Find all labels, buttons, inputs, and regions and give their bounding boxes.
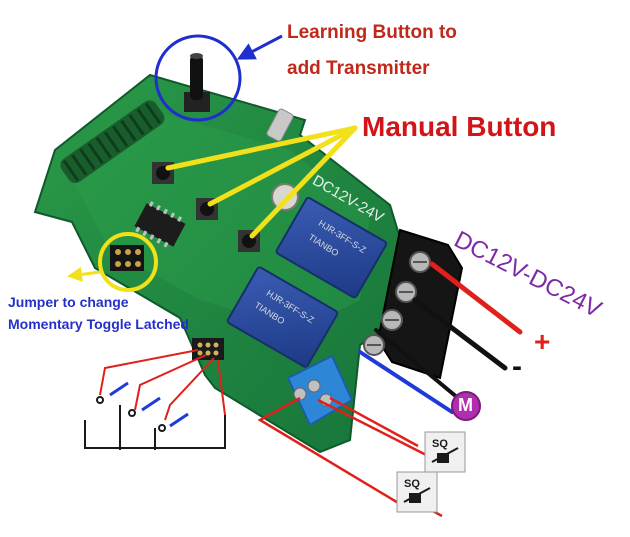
antenna-coil [60, 100, 165, 184]
positive-sign: + [534, 326, 551, 357]
jumper-callout-circle [98, 232, 158, 292]
jumper-callout-arrow [67, 266, 101, 282]
ic-chip [134, 201, 186, 248]
jumper-header [110, 245, 144, 271]
limit-switch-1-icon [424, 431, 466, 473]
learning-button-label-line1: Learning Button to [287, 22, 457, 43]
relay-1 [275, 197, 388, 299]
wire-motor-b [358, 350, 454, 414]
manual-callout-lines [165, 125, 358, 239]
pcb-highlight [70, 110, 370, 330]
remote-switch-schematic [84, 349, 226, 450]
capacitor [271, 183, 299, 211]
learning-callout-arrow [236, 34, 283, 60]
jumper-label-line1: Jumper to change [8, 294, 129, 310]
limit-switch-1-label: SQ [432, 438, 448, 450]
wire-motor-a [374, 328, 460, 400]
manual-button-label: Manual Button [362, 111, 557, 142]
input-pin-header [192, 338, 224, 360]
wire-positive [429, 261, 523, 335]
relay-2 [226, 266, 339, 368]
motor-letter: M [458, 395, 473, 415]
learning-button-label-line2: add Transmitter [287, 58, 430, 79]
jumper-label-line2: Momentary Toggle Latched [8, 316, 189, 332]
limit-switch-2-icon [396, 471, 438, 513]
limit-switch-2-label: SQ [404, 478, 420, 490]
learning-callout-circle [154, 34, 242, 122]
motor-icon [451, 391, 481, 421]
crystal [266, 108, 294, 142]
wire-negative [412, 297, 508, 371]
learning-button [184, 53, 210, 112]
negative-sign: - [512, 350, 522, 383]
